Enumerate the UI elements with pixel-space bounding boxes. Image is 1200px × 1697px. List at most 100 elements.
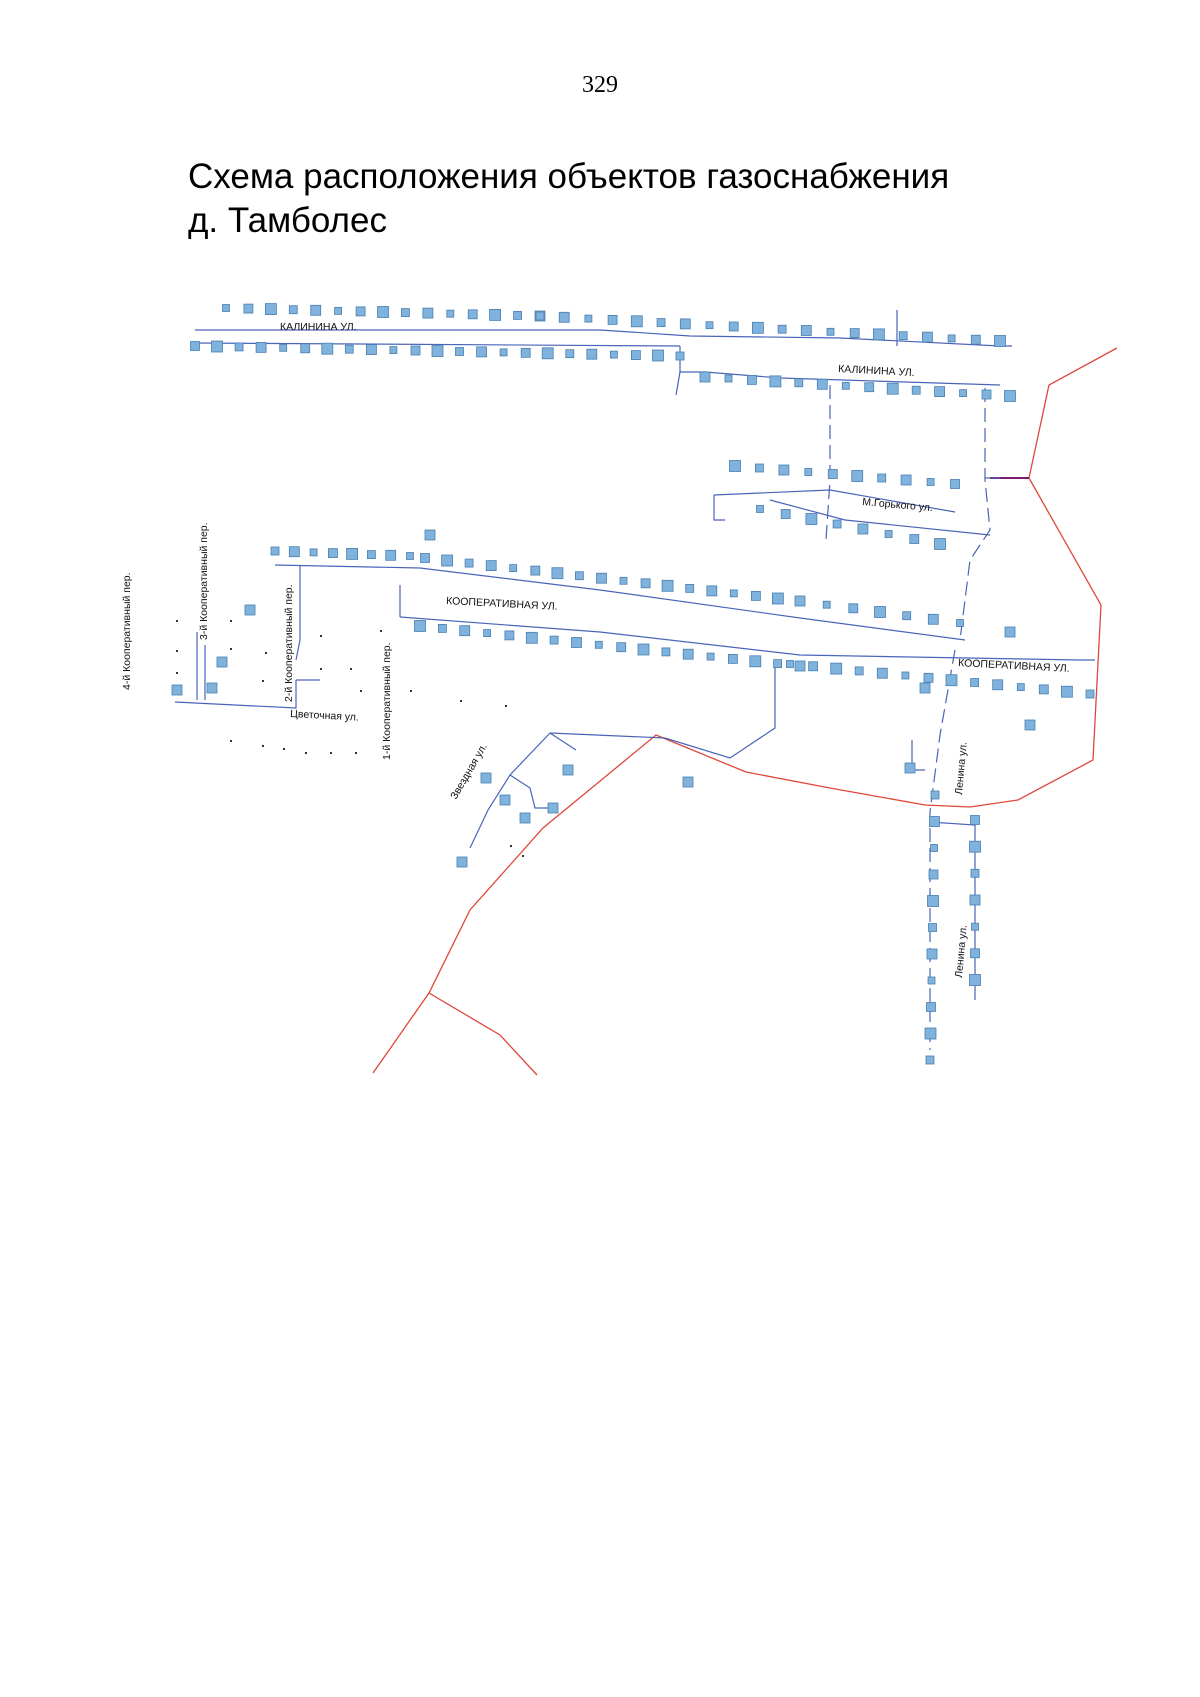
house-icon: [772, 592, 784, 605]
house-icon: [483, 629, 492, 637]
house-icon: [584, 314, 593, 323]
plot-marker-icon: [176, 672, 178, 674]
house-icon: [728, 321, 739, 332]
house-icon: [535, 311, 545, 321]
house-icon: [420, 553, 430, 563]
house-icon: [808, 661, 818, 672]
house-icon: [706, 652, 715, 661]
plot-marker-icon: [176, 620, 178, 622]
house-icon: [926, 1002, 936, 1012]
house-icon: [255, 341, 267, 353]
house-icon: [377, 306, 389, 318]
plot-marker-icon: [505, 705, 507, 707]
house-icon: [679, 318, 691, 330]
street-label-per3: 3-й Кооперативный пер.: [198, 522, 210, 640]
house-icon: [874, 606, 886, 618]
house-icon: [877, 473, 887, 483]
pipeline-gorkogo: [713, 489, 956, 513]
pipeline-lenina-east: [929, 821, 976, 1000]
street-label-per2: 2-й Кооперативный пер.: [283, 584, 295, 702]
plot-marker-icon: [350, 668, 352, 670]
pipeline-kalinina-spur: [675, 371, 681, 396]
boundary-south-branch: [428, 992, 538, 1076]
house-icon: [857, 523, 869, 535]
map-title-line1: Схема расположения объектов газоснабжени…: [188, 157, 950, 196]
house-icon: [216, 656, 228, 668]
house-icon: [607, 314, 618, 325]
house-icon: [504, 630, 515, 641]
house-icon: [970, 948, 980, 959]
boundary-east: [372, 347, 1118, 1074]
street-label-tsvetochnaya: Цветочная ул.: [290, 708, 359, 724]
house-icon: [778, 464, 790, 476]
house-icon: [898, 331, 908, 341]
house-icon: [970, 678, 979, 687]
house-icon: [747, 374, 757, 385]
house-icon: [366, 550, 376, 559]
house-icon: [902, 611, 912, 621]
pipeline-trunk-west: [825, 385, 831, 541]
house-icon: [805, 513, 818, 525]
plot-marker-icon: [305, 752, 307, 754]
house-icon: [520, 347, 531, 358]
house-icon: [925, 1055, 935, 1065]
house-icon: [499, 794, 511, 806]
house-icon: [565, 349, 575, 359]
house-icon: [300, 343, 311, 354]
plot-marker-icon: [410, 690, 412, 692]
house-icon: [243, 303, 254, 314]
house-icon: [927, 613, 939, 625]
street-label-kalinina-east: КАЛИНИНА УЛ.: [838, 363, 915, 379]
house-icon: [616, 642, 627, 653]
house-icon: [513, 310, 522, 320]
house-icon: [406, 552, 414, 560]
house-icon: [969, 894, 981, 906]
house-icon: [652, 349, 664, 362]
house-icon: [886, 382, 899, 395]
house-icon: [562, 764, 574, 776]
house-icon: [884, 530, 893, 538]
house-icon: [547, 802, 559, 814]
street-label-per4: 4-й Кооперативный пер.: [121, 572, 133, 690]
plot-marker-icon: [230, 740, 232, 742]
plot-markers: [176, 620, 524, 857]
house-icon: [873, 328, 885, 341]
house-icon: [929, 816, 940, 827]
house-icon: [928, 923, 937, 932]
house-icon: [926, 478, 935, 486]
house-icon: [904, 762, 916, 774]
house-icon: [900, 474, 912, 486]
house-icon: [1016, 683, 1025, 691]
house-icon: [970, 815, 980, 825]
pipeline-gorkogo-south: [769, 499, 991, 536]
house-icon: [959, 389, 967, 398]
house-icon: [911, 385, 921, 395]
house-icon: [551, 567, 564, 580]
house-icon: [631, 350, 641, 361]
house-icon: [830, 662, 843, 675]
house-icon: [365, 344, 377, 356]
street-label-zvezdnaya: Звездная ул.: [448, 741, 490, 801]
house-icon: [571, 637, 582, 648]
house-icon: [410, 345, 421, 356]
house-icon: [927, 895, 939, 907]
plot-marker-icon: [460, 700, 462, 702]
house-icon: [755, 463, 764, 473]
house-icon: [549, 635, 559, 645]
house-icon: [190, 341, 200, 351]
house-icon: [945, 674, 958, 687]
house-icon: [773, 659, 782, 668]
house-icon: [610, 350, 618, 359]
house-icon: [424, 529, 436, 541]
house-icon: [749, 655, 762, 668]
pipeline-kooperativnaya-south: [399, 616, 1095, 661]
house-icon: [930, 790, 940, 800]
house-icon: [832, 519, 842, 529]
house-icon: [804, 468, 813, 476]
house-icon: [422, 307, 434, 319]
plot-marker-icon: [380, 630, 382, 632]
house-icon: [264, 303, 277, 316]
house-icon: [705, 321, 714, 330]
house-icon: [476, 346, 488, 358]
